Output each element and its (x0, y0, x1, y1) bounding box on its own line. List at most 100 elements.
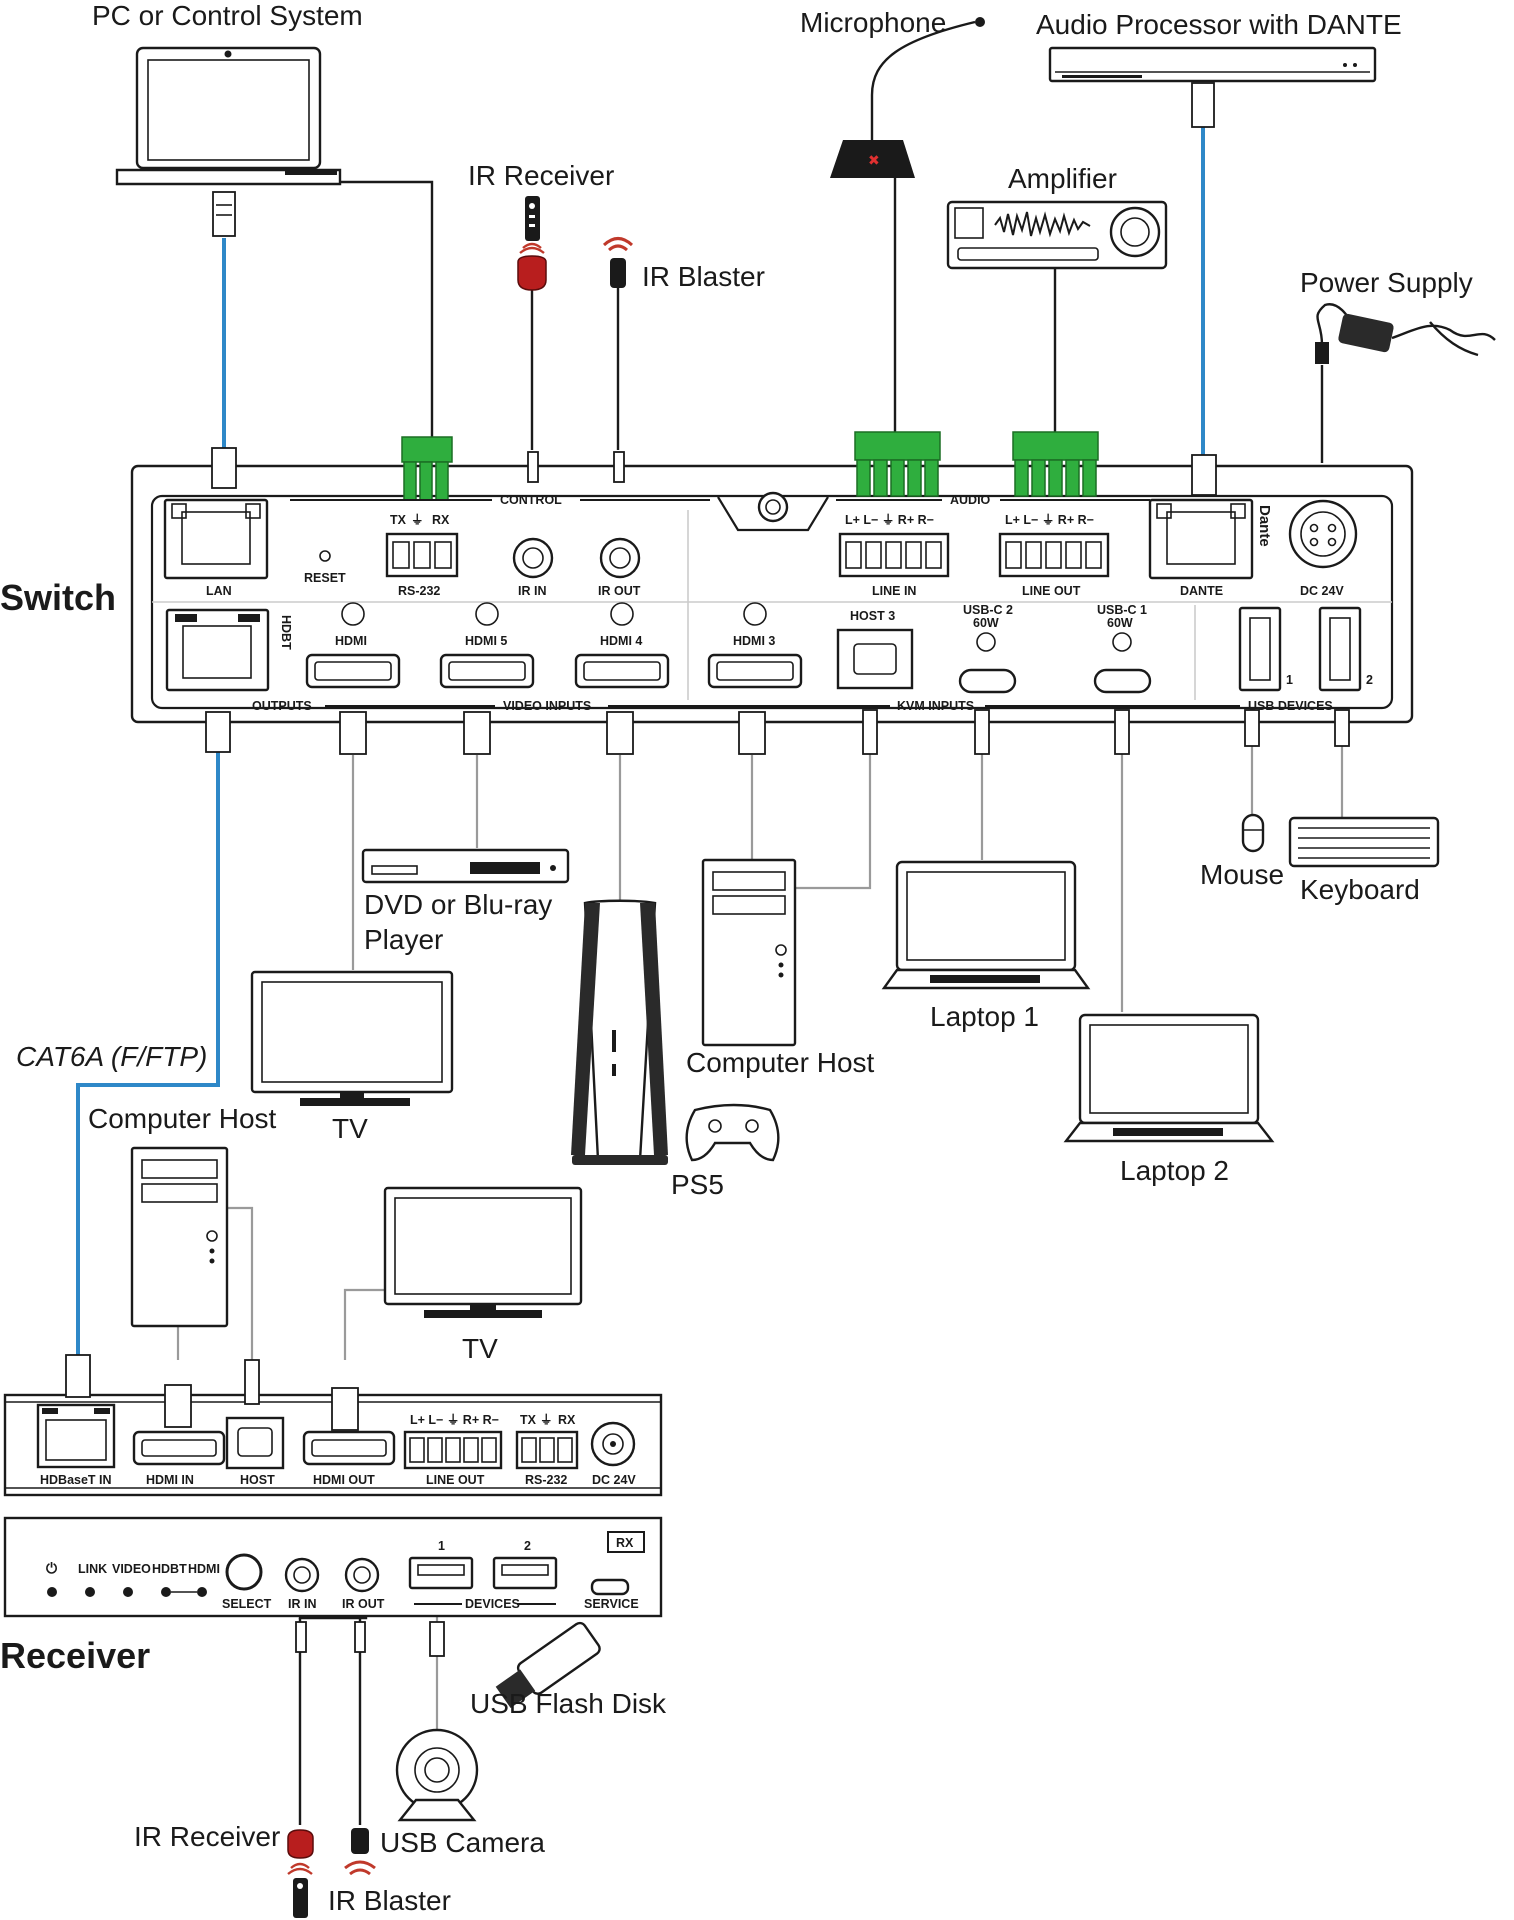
rx-devices-label: DEVICES (465, 1597, 520, 1611)
rx-led-hdbt-label: HDBT (152, 1562, 187, 1576)
rx-hdmi-in-port[interactable] (132, 1430, 226, 1466)
rx-ir-in-port[interactable] (284, 1557, 320, 1593)
amplifier-label: Amplifier (1008, 163, 1117, 194)
switch-dc-port[interactable] (1288, 499, 1358, 569)
rx-rs232-label: RS-232 (525, 1473, 567, 1487)
switch-hdmi-out-port[interactable] (305, 602, 401, 689)
receiver-label: Receiver (0, 1635, 150, 1676)
switch-control-label: CONTROL (500, 493, 562, 507)
rx-rs232-port[interactable] (515, 1430, 579, 1470)
switch-hdbt-port[interactable] (165, 608, 270, 692)
ir-blaster-bottom (344, 1828, 376, 1876)
audio-processor-label: Audio Processor with DANTE (1036, 9, 1402, 40)
power-supply (1315, 303, 1496, 364)
tv2 (383, 1186, 583, 1318)
switch-usbc1-led (1112, 632, 1132, 652)
switch-hdmi4-plug (606, 711, 634, 755)
rx-usb1-port[interactable] (408, 1556, 474, 1590)
rx-line-out-label: LINE OUT (426, 1473, 485, 1487)
ps5-label: PS5 (671, 1169, 724, 1200)
switch-line-out-port[interactable] (998, 532, 1110, 578)
usb-camera-label: USB Camera (380, 1827, 545, 1858)
rx-host-port[interactable] (225, 1416, 285, 1470)
switch-usbc1-port[interactable] (1093, 668, 1152, 694)
switch-hdmi-out-plug (339, 711, 367, 755)
laptop1-label: Laptop 1 (930, 1001, 1039, 1032)
rx-hdbaset-plug (65, 1354, 91, 1398)
rx-ir-in-label: IR IN (288, 1597, 316, 1611)
mouse (1241, 813, 1265, 853)
rx-tv-hdmi-cable (343, 1288, 385, 1360)
switch-usb2-port[interactable] (1318, 606, 1362, 692)
dvd-player (361, 848, 570, 884)
computer-host1 (701, 858, 797, 1047)
switch-dante-label: DANTE (1180, 584, 1223, 598)
rx-service-label: SERVICE (584, 1597, 639, 1611)
rx-select-button[interactable] (225, 1553, 263, 1591)
microphone: ✖ (830, 17, 985, 178)
rx-ir-out-port[interactable] (344, 1557, 380, 1593)
laptop2-label: Laptop 2 (1120, 1155, 1229, 1186)
rx-ir-out-plug (354, 1621, 366, 1653)
switch-rs232-port[interactable] (385, 532, 459, 578)
switch-host3-label: HOST 3 (850, 609, 895, 623)
switch-ir-out-port[interactable] (599, 537, 641, 579)
rx-hdmi-out-label: HDMI OUT (313, 1473, 375, 1487)
switch-kvm-inputs-label: KVM INPUTS (897, 699, 974, 713)
dvd-label-2: Player (364, 924, 443, 955)
rx-hdmi-in-plug (164, 1384, 192, 1428)
switch-ir-in-plug (527, 451, 539, 483)
rx-badge-label: RX (616, 1536, 634, 1550)
rx-line-out-port[interactable] (403, 1430, 503, 1470)
switch-ir-in-port[interactable] (512, 537, 554, 579)
rx-hdmi-in-label: HDMI IN (146, 1473, 194, 1487)
computer-host2-label: Computer Host (88, 1103, 277, 1134)
rx-badge (607, 1531, 645, 1553)
switch-ir-out-plug (613, 451, 625, 483)
switch-line-out-label: LINE OUT (1022, 584, 1081, 598)
switch-hdmi-out-label: HDMI (335, 634, 367, 648)
microphone-label: Microphone (800, 7, 946, 38)
keyboard (1288, 816, 1440, 868)
switch-usbc2-label: USB-C 2 (963, 603, 1013, 617)
ir-blaster-top-label: IR Blaster (642, 261, 765, 292)
cat6a-label: CAT6A (F/FTP) (16, 1041, 207, 1072)
switch-hdmi3-port[interactable] (707, 602, 803, 689)
switch-rs232-label: RS-232 (398, 584, 440, 598)
switch-hdmi5-label: HDMI 5 (465, 634, 507, 648)
switch-hdbt-plug (205, 711, 231, 753)
ir-receiver-top-label: IR Receiver (468, 160, 614, 191)
rx-led-hdmi-label: HDMI (188, 1562, 220, 1576)
switch-usb1-port[interactable] (1238, 606, 1282, 692)
rx-rx-label: RX (558, 1413, 576, 1427)
rx-led-video-label: VIDEO (112, 1562, 151, 1576)
switch-line-in-pins: L+ L− ⏚ R+ R− (845, 513, 934, 527)
keyboard-label: Keyboard (1300, 874, 1420, 905)
rx-line-out-pins: L+ L− ⏚ R+ R− (410, 1413, 499, 1427)
switch-host3-plug (862, 709, 878, 755)
switch-dante-port[interactable] (1148, 498, 1254, 580)
rx-hdmi-out-port[interactable] (302, 1430, 396, 1466)
switch-reset-button[interactable] (319, 550, 331, 562)
tv1-label: TV (332, 1113, 368, 1144)
ir-blaster-bottom-label: IR Blaster (328, 1885, 451, 1916)
switch-host3-port[interactable] (836, 628, 914, 690)
switch-usbc2-port[interactable] (958, 668, 1017, 694)
tv1 (250, 970, 454, 1106)
rx-service-port[interactable] (590, 1578, 630, 1596)
switch-video-inputs-label: VIDEO INPUTS (503, 699, 591, 713)
ir-receiver-bottom (287, 1829, 314, 1918)
laptop2 (1063, 1013, 1275, 1143)
rx-hdbaset-port[interactable] (36, 1403, 116, 1469)
switch-usbc1-watt: 60W (1107, 616, 1133, 630)
switch-hdmi4-port[interactable] (574, 602, 670, 689)
switch-line-in-port[interactable] (838, 532, 950, 578)
switch-hdmi5-port[interactable] (439, 602, 535, 689)
rx-usb2-port[interactable] (492, 1556, 558, 1590)
switch-outputs-label: OUTPUTS (252, 699, 312, 713)
switch-rx-label: RX (432, 513, 450, 527)
switch-lan-port[interactable] (163, 498, 269, 580)
cables (76, 126, 1344, 1825)
switch-gnd-icon: ⏚ (411, 513, 424, 527)
rx-dc-port[interactable] (590, 1421, 636, 1467)
